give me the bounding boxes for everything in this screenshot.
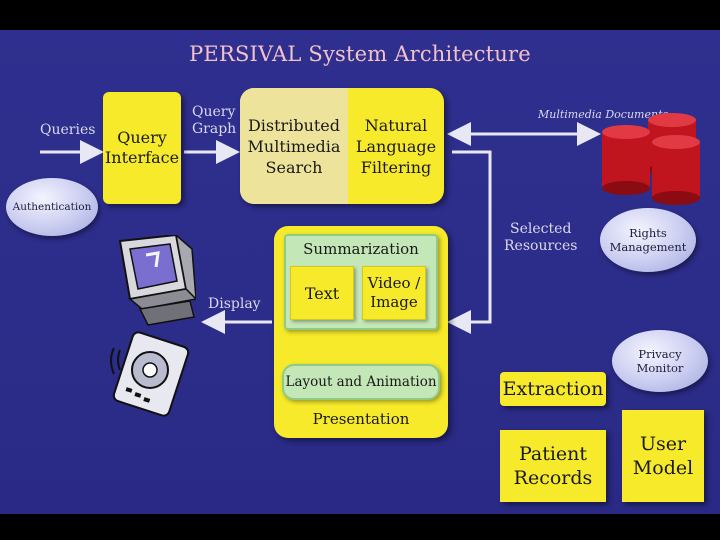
layout-animation-box: Layout and Animation [282,364,440,400]
summarization-label: Summarization [303,240,419,258]
user-model-box: User Model [622,410,704,502]
search-filtering-box: Distributed Multimedia Search Natural La… [240,88,444,204]
nl-filtering-label: Natural Language Filtering [355,115,437,177]
presentation-label: Presentation [312,410,410,428]
selected-resources-label: Selected Resources [504,221,578,254]
selected-resources-arrow [447,150,492,334]
summarization-box: Summarization Text Video / Image [284,234,438,330]
query-graph-label: Query Graph [192,104,237,137]
cylinder-left [602,125,650,195]
extraction-box: Extraction [500,372,606,406]
distributed-search-label: Distributed Multimedia Search [247,115,341,177]
monitor-icon [118,235,196,326]
patient-records-box: Patient Records [500,430,606,502]
connector-layer [40,122,601,366]
pda-icon [110,331,190,417]
nl-filtering-panel: Natural Language Filtering [348,88,444,204]
text-box: Text [290,266,354,320]
queries-label: Queries [40,122,96,138]
database-cylinders-icon [602,113,700,205]
query-interface-box: Query Interface [103,92,181,204]
diagram-title: PERSIVAL System Architecture [189,42,531,66]
authentication-oval: Authentication [6,178,98,236]
privacy-monitor-oval: Privacy Monitor [612,330,708,392]
video-image-box: Video / Image [362,266,426,320]
distributed-search-panel: Distributed Multimedia Search [240,88,348,204]
cylinder-front [652,135,700,205]
query-interface-label: Query Interface [104,128,180,167]
rights-management-oval: Rights Management [600,208,696,272]
presentation-box: Summarization Text Video / Image Layout … [274,226,448,438]
slide: PERSIVAL System Architecture Queries Que… [0,30,720,514]
multimedia-documents-label: Multimedia Documents [538,108,669,121]
display-label: Display [208,296,261,312]
